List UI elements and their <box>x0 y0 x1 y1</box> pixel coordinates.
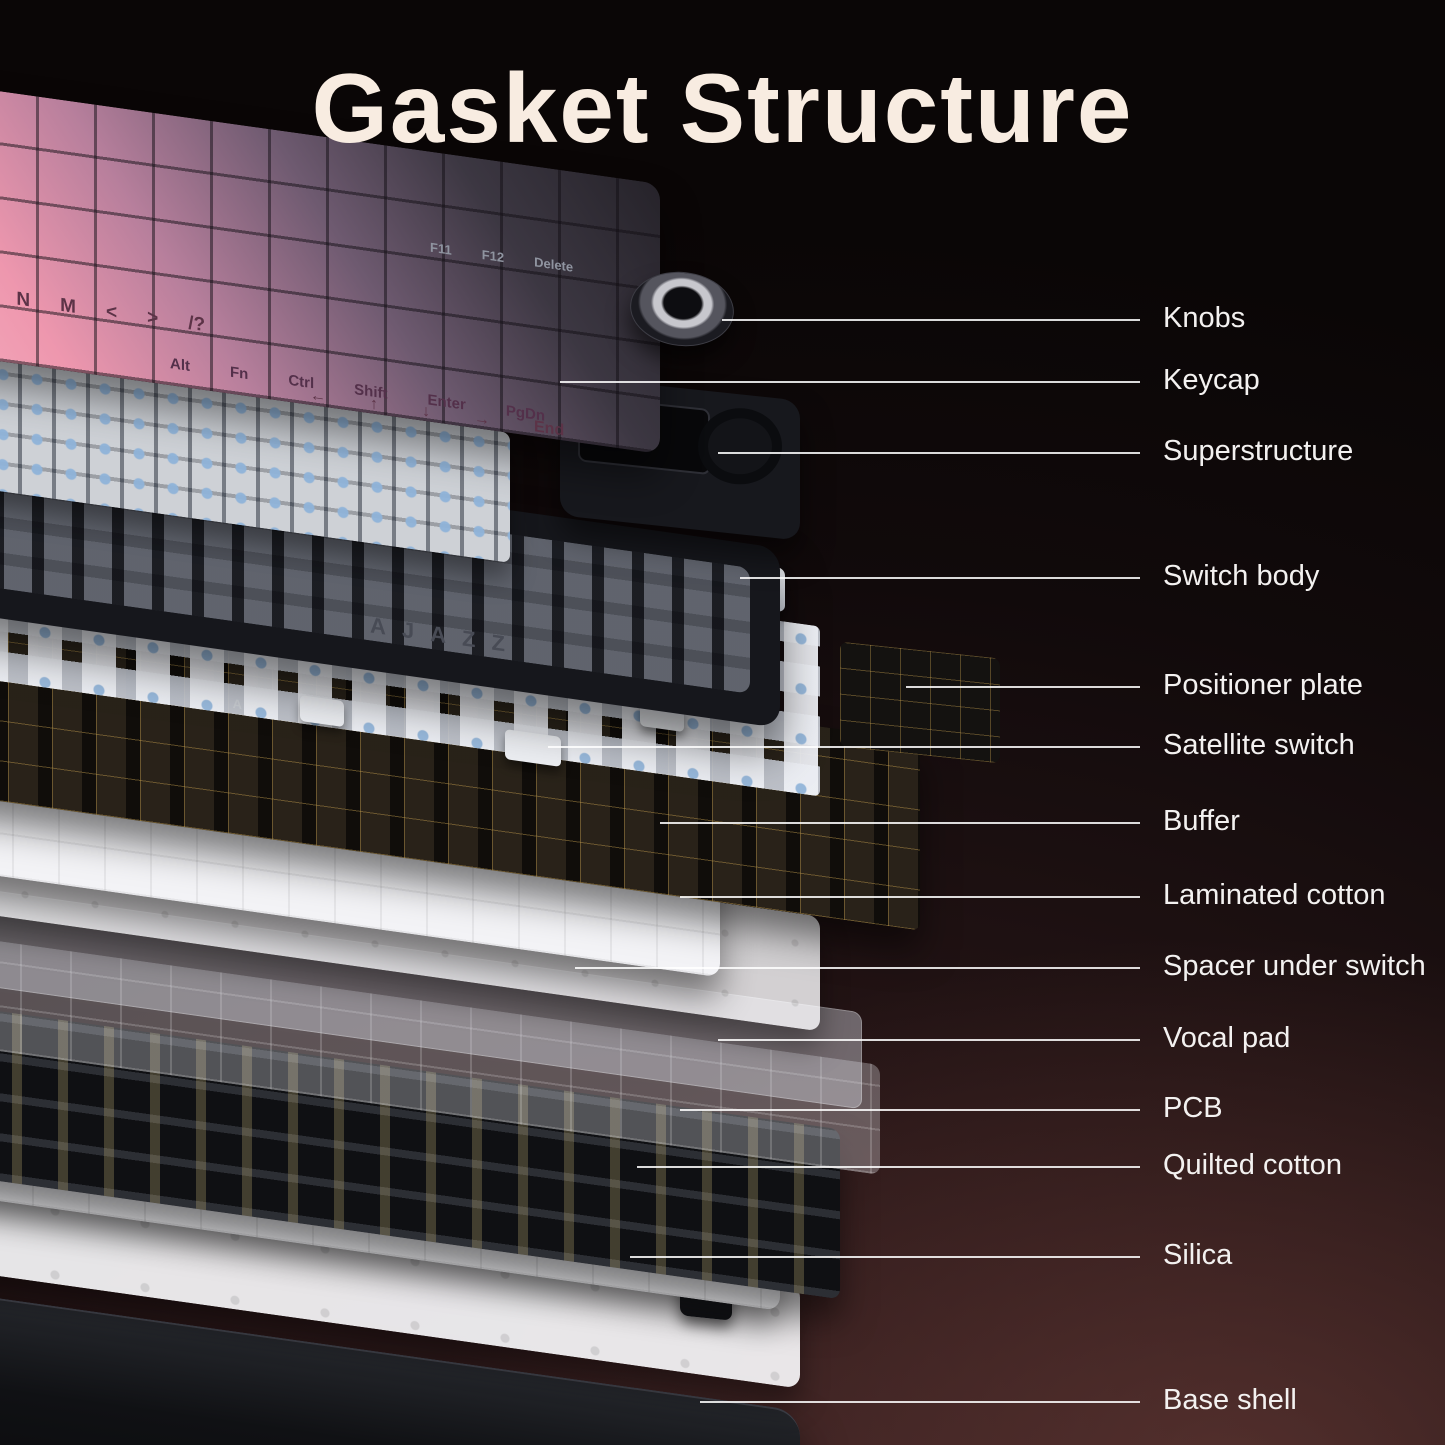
callout-label: Switch body <box>1163 560 1320 592</box>
callout-label: Spacer under switch <box>1163 950 1426 982</box>
page-title: Gasket Structure <box>311 53 1134 163</box>
callout-label: Buffer <box>1163 805 1240 837</box>
callout-line <box>680 896 1140 898</box>
callout-line <box>630 1256 1140 1258</box>
callout-label: Knobs <box>1163 302 1246 334</box>
callout-label: Silica <box>1163 1239 1233 1271</box>
callout-line <box>718 1039 1140 1041</box>
callout-line <box>700 1401 1140 1403</box>
callout-line <box>680 1109 1140 1111</box>
callout-label: Quilted cotton <box>1163 1149 1342 1181</box>
callout-label: Positioner plate <box>1163 669 1363 701</box>
callout-label: Base shell <box>1163 1384 1297 1416</box>
callout-line <box>906 686 1140 688</box>
callout-line <box>722 319 1140 321</box>
callout-label: Superstructure <box>1163 435 1354 467</box>
callout-label: Laminated cotton <box>1163 879 1386 911</box>
callout-label: Satellite switch <box>1163 729 1355 761</box>
callout-line <box>740 577 1140 579</box>
callout-line <box>560 381 1140 383</box>
callout-label: Keycap <box>1163 364 1260 396</box>
callout-line <box>637 1166 1140 1168</box>
callout-label: Vocal pad <box>1163 1022 1291 1054</box>
callout-label: PCB <box>1163 1092 1223 1124</box>
callout-line <box>660 822 1140 824</box>
callout-line <box>575 967 1140 969</box>
callout-line <box>548 746 1140 748</box>
callout-line <box>718 452 1140 454</box>
